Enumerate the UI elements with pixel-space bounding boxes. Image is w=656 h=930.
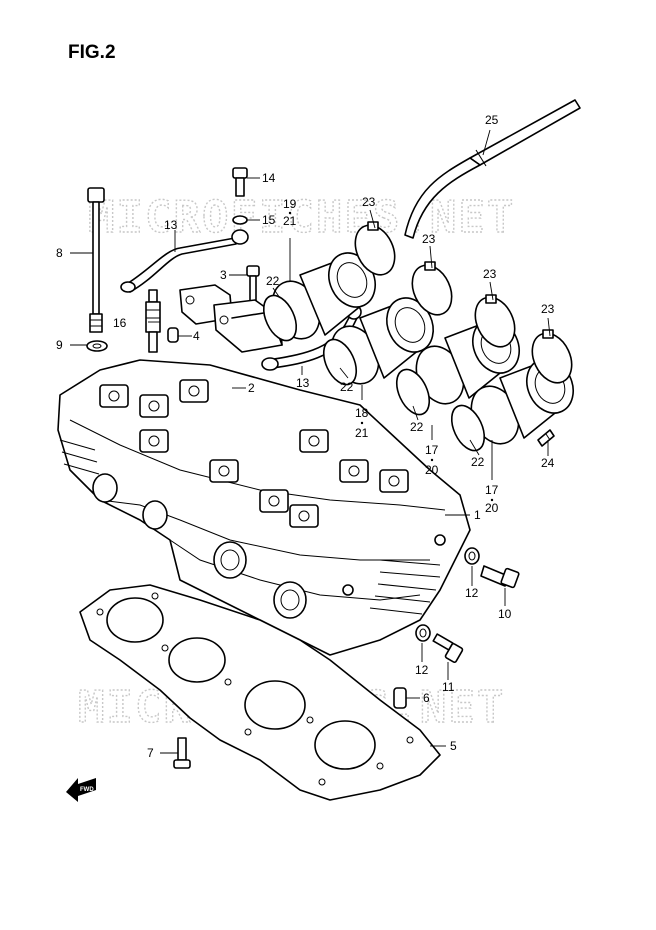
callout-10: 10 [498, 607, 512, 621]
callout-25: 25 [485, 113, 499, 127]
callout-4: 4 [193, 329, 200, 343]
callout-20-a: 20 [425, 463, 439, 477]
callout-23-a: 23 [362, 195, 376, 209]
head-gasket [79, 584, 441, 801]
stud-washer [86, 340, 108, 352]
cooling-fins [59, 439, 441, 615]
forward-arrow-icon: FWD [66, 778, 96, 802]
gasket-washer-upper [464, 547, 480, 565]
callout-13-upper: 13 [164, 218, 178, 232]
callout-12-lower: 12 [415, 663, 429, 677]
breather-hose [404, 99, 581, 239]
cylinder-head [57, 359, 471, 656]
oil-pipe-upper [120, 229, 249, 293]
callout-17-a: 17 [425, 443, 439, 457]
intake-holder-b [330, 297, 434, 385]
callout-23-d: 23 [541, 302, 555, 316]
spark-plug [145, 289, 161, 353]
callout-24: 24 [541, 456, 555, 470]
watermark-top: MICROFICHES.NET [88, 192, 515, 243]
callout-20-b: 20 [485, 501, 499, 515]
gasket-washer-lower [415, 624, 431, 642]
callout-22-b: 22 [340, 380, 354, 394]
callout-9: 9 [56, 338, 63, 352]
callout-8: 8 [56, 246, 63, 260]
callout-23-b: 23 [422, 232, 436, 246]
screw [537, 429, 555, 447]
callout-7: 7 [147, 746, 154, 760]
callout-22-c: 22 [410, 420, 424, 434]
callout-13-lower: 13 [296, 376, 310, 390]
callout-6: 6 [423, 691, 430, 705]
small-bolt [246, 265, 260, 307]
figure-title: FIG.2 [68, 42, 116, 63]
forward-label: FWD [80, 787, 94, 793]
cam-journals [99, 379, 409, 528]
callout-5: 5 [450, 739, 457, 753]
dowel-pin-6 [393, 687, 407, 709]
callout-2: 2 [248, 381, 255, 395]
callout-numbers: 8 9 14 15 13 3 16 4 2 13 19 21 22 23 23 … [56, 113, 555, 760]
o-rings [262, 294, 486, 452]
intake-holder-a [271, 252, 376, 340]
bolt-washer [232, 215, 248, 225]
callout-19: 19 [283, 197, 297, 211]
callout-23-c: 23 [483, 267, 497, 281]
callout-17-b: 17 [485, 483, 499, 497]
bolt-11 [432, 633, 464, 663]
bolt-7 [173, 737, 191, 769]
oil-bolt [232, 167, 248, 197]
cylinder-stud [87, 187, 105, 333]
dowel-pin-4 [167, 327, 179, 343]
callout-11: 11 [442, 680, 455, 694]
callout-1: 1 [474, 508, 481, 522]
callout-15: 15 [262, 213, 276, 227]
callout-3: 3 [220, 268, 227, 282]
callout-12-upper: 12 [465, 586, 479, 600]
callout-16: 16 [113, 316, 127, 330]
callout-14: 14 [262, 171, 276, 185]
clamps [354, 221, 573, 384]
callout-dots [288, 211, 494, 502]
callout-22-a: 22 [266, 274, 280, 288]
union-bolt [480, 565, 520, 589]
callout-18: 18 [355, 406, 369, 420]
leader-lines [70, 129, 551, 754]
callout-22-d: 22 [471, 455, 485, 469]
callout-21-lower: 21 [355, 426, 369, 440]
callout-21-upper: 21 [283, 214, 297, 228]
